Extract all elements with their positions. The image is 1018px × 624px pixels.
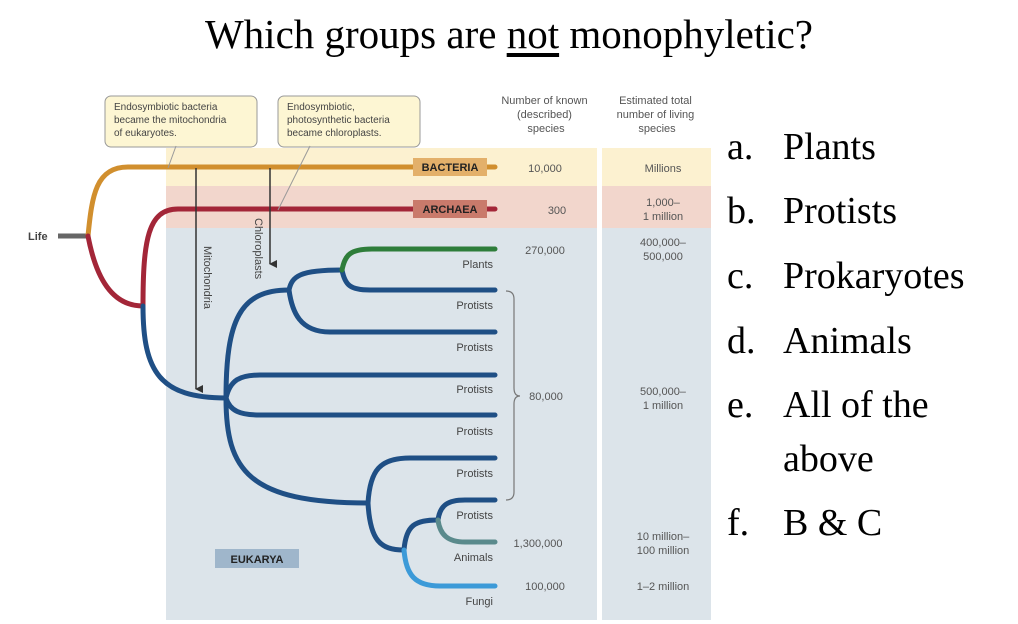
option-c-text: Prokaryotes [783, 255, 965, 297]
archaea-eukarya-stem [85, 233, 146, 309]
protist-branch-5 [365, 455, 498, 506]
estimated-header-line-3: species [638, 123, 676, 135]
option-d-text: Animals [783, 320, 912, 362]
archaea-label-box [413, 200, 487, 218]
estimated-plants-line-1: 400,000– [640, 237, 687, 249]
mitochondria-callout: Endosymbiotic bacteria became the mitoch… [104, 95, 258, 169]
option-d[interactable]: d. Animals [727, 322, 912, 360]
chloroplast-callout-line-3: became chloroplasts. [287, 128, 382, 139]
opisthokont-stem [365, 500, 407, 553]
protists-bracket [505, 290, 521, 501]
root-label: Life [28, 231, 48, 243]
estimated-bacteria: Millions [645, 163, 682, 175]
mitochondria-arrow-label: Mitochondria [201, 246, 213, 310]
option-a[interactable]: a. Plants [727, 128, 876, 166]
protist-branch-3 [223, 372, 498, 401]
column-divider-1 [597, 148, 602, 620]
taxon-label-protists-3: Protists [456, 384, 493, 396]
option-e-continued-text: above [783, 438, 874, 480]
mitochondria-callout-line-2: became the mitochondria [114, 115, 227, 126]
taxon-label-protists-6: Protists [456, 510, 493, 522]
estimated-protists-line-2: 1 million [643, 400, 683, 412]
chloroplasts-arrow-label: Chloroplasts [252, 218, 264, 280]
taxon-label-protists-1: Protists [456, 300, 493, 312]
bacteria-label: BACTERIA [422, 162, 479, 174]
chloroplast-callout-line-1: Endosymbiotic, [287, 102, 355, 113]
known-fungi: 100,000 [525, 581, 565, 593]
protist-branch-1 [339, 267, 498, 293]
known-header-line-3: species [527, 123, 565, 135]
option-b[interactable]: b. Protists [727, 192, 897, 230]
taxon-label-plants: Plants [462, 259, 493, 271]
archaea-branch [140, 206, 498, 309]
taxon-label-animals: Animals [454, 552, 494, 564]
estimated-plants-line-2: 500,000 [643, 251, 683, 263]
option-c[interactable]: c. Prokaryotes [727, 257, 965, 295]
eukarya-stem [140, 303, 229, 401]
eukarya-upper-stem [223, 287, 292, 401]
estimated-archaea-line-2: 1 million [643, 211, 683, 223]
mitochondria-callout-line-1: Endosymbiotic bacteria [114, 102, 218, 113]
estimated-animals-line-2: 100 million [637, 545, 690, 557]
option-a-text: Plants [783, 126, 876, 168]
chloroplast-callout: Endosymbiotic, photosynthetic bacteria b… [277, 95, 421, 211]
bacteria-branch [85, 164, 498, 239]
protist-branch-4 [223, 395, 498, 418]
taxon-label-protists-4: Protists [456, 426, 493, 438]
animals-branch [435, 517, 498, 545]
chloroplast-callout-line-2: photosynthetic bacteria [287, 115, 390, 126]
archaea-label: ARCHAEA [423, 204, 478, 216]
svg-text:Number of known (described: Number of known (described) species [501, 95, 590, 135]
option-b-text: Protists [783, 190, 898, 232]
option-f-letter: f. [727, 502, 750, 544]
estimated-animals-line-1: 10 million– [637, 531, 690, 543]
known-header-line-1: Number of known [501, 95, 587, 107]
known-bacteria: 10,000 [528, 163, 562, 175]
estimated-fungi: 1–2 million [637, 581, 690, 593]
option-e[interactable]: e. All of the [727, 386, 929, 424]
question-suffix: monophyletic? [559, 11, 814, 57]
protist-branch-6 [435, 497, 498, 523]
known-header-line-2: (described) [517, 109, 572, 121]
option-f-text: B & C [783, 502, 883, 544]
estimated-header-line-2: number of living [617, 109, 695, 121]
animal-protist-node [401, 517, 441, 553]
taxon-label-protists-2: Protists [456, 342, 493, 354]
eukarya-label: EUKARYA [231, 554, 284, 566]
column-divider-2 [711, 148, 719, 620]
protist-branch-2 [286, 287, 498, 335]
plant-protist-node [286, 267, 345, 293]
svg-text:Estimated total number of: Estimated total number of living species [617, 95, 698, 135]
question-emphasis: not [506, 11, 560, 57]
mitochondria-callout-line-3: of eukaryotes. [114, 128, 177, 139]
taxon-label-fungi: Fungi [465, 596, 493, 608]
option-f[interactable]: f. B & C [727, 504, 882, 542]
eukarya-label-box [215, 549, 299, 568]
bacteria-label-box [413, 158, 487, 176]
fungi-branch [401, 547, 498, 589]
known-animals: 1,300,000 [514, 538, 563, 550]
option-b-letter: b. [727, 190, 756, 232]
option-e-letter: e. [727, 384, 754, 426]
svg-text:Endosymbiotic, photosynt: Endosymbiotic, photosynthetic bacteria b… [287, 102, 393, 139]
estimated-archaea-line-1: 1,000– [646, 197, 681, 209]
plants-branch [339, 246, 498, 273]
estimated-header-line-1: Estimated total [619, 95, 692, 107]
eukarya-lower-stem [223, 395, 371, 506]
question-prefix: Which groups are [204, 11, 507, 57]
known-archaea: 300 [548, 205, 566, 217]
known-protists: 80,000 [529, 391, 563, 403]
known-plants: 270,000 [525, 245, 565, 257]
option-e-continued[interactable]: above [727, 440, 874, 478]
option-e-text: All of the [783, 384, 929, 426]
option-c-letter: c. [727, 255, 754, 297]
svg-text:Endosymbiotic bacteria b: Endosymbiotic bacteria became the mitoch… [114, 102, 229, 139]
estimated-protists-line-1: 500,000– [640, 386, 687, 398]
option-a-letter: a. [727, 126, 754, 168]
option-d-letter: d. [727, 320, 756, 362]
taxon-label-protists-5: Protists [456, 468, 493, 480]
question-title: Which groups are not monophyletic? [0, 10, 1018, 58]
